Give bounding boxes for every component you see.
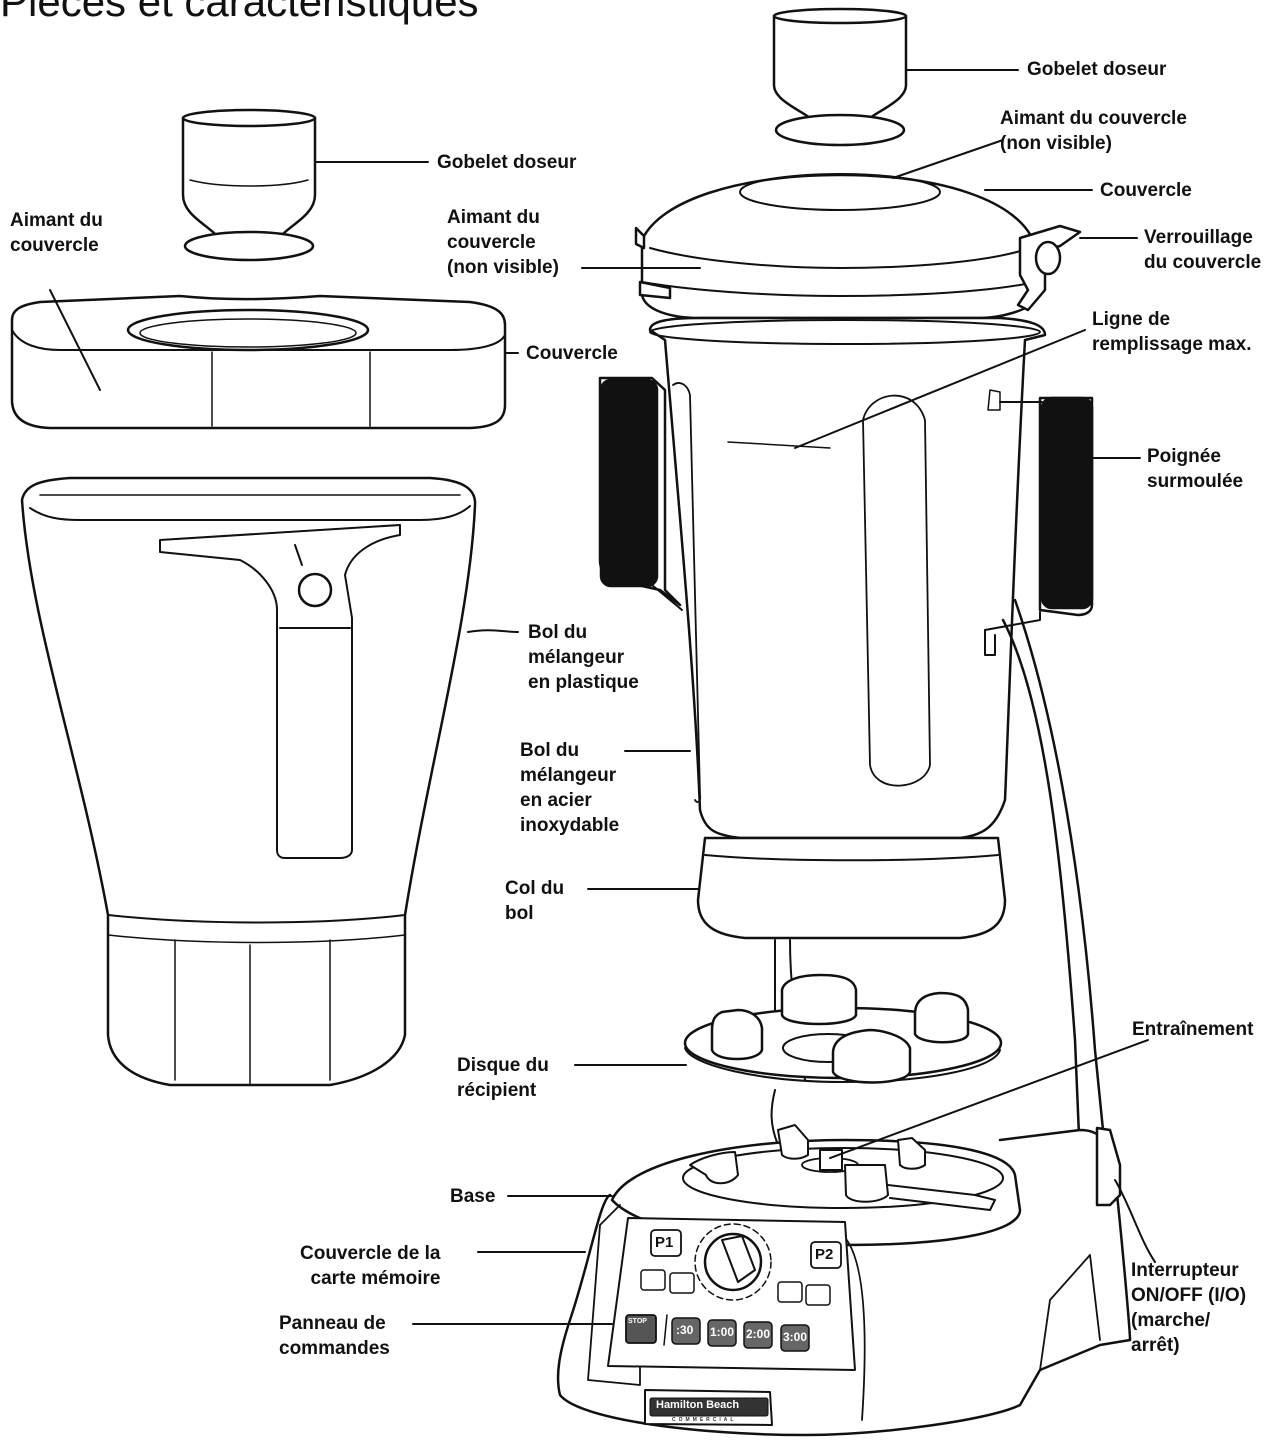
- base-housing: [556, 1124, 1132, 1437]
- label-left-plastic-jar: Bol du mélangeur en plastique: [528, 622, 639, 693]
- leader-lines: [49, 69, 1156, 1325]
- right-measuring-cup: [772, 7, 908, 147]
- left-square-lid: [10, 294, 507, 430]
- panel-p2: P2: [815, 1246, 834, 1263]
- page-title: Pièces et caractéristiques: [0, 0, 479, 25]
- label-right-measuring-cup: Gobelet doseur: [1027, 59, 1167, 80]
- panel-p1: P1: [655, 1234, 674, 1251]
- label-control-panel: Panneau de commandes: [279, 1313, 390, 1359]
- label-overmolded-handle: Poignée surmoulée: [1147, 446, 1244, 492]
- brand-sub: COMMERCIAL: [672, 1417, 737, 1423]
- panel-t30: :30: [676, 1323, 694, 1337]
- label-right-lid: Couvercle: [1100, 180, 1192, 201]
- panel-t300: 3:00: [783, 1330, 808, 1344]
- label-power-switch: Interrupteur ON/OFF (I/O) (marche/ arrêt…: [1131, 1260, 1247, 1356]
- label-max-fill-line: Ligne de remplissage max.: [1092, 309, 1252, 355]
- panel-t100: 1:00: [710, 1325, 735, 1339]
- right-round-lid: [634, 173, 1082, 320]
- label-base: Base: [450, 1186, 496, 1207]
- label-right-lid-magnet: Aimant du couvercle (non visible): [1000, 108, 1187, 154]
- label-memory-card-cover: Couvercle de la carte mémoire: [300, 1243, 441, 1289]
- label-steel-jar: Bol du mélangeur en acier inoxydable: [520, 740, 620, 836]
- right-stainless-jar: [598, 316, 1094, 940]
- left-plastic-jar: [20, 476, 477, 1087]
- jar-pad: [683, 973, 1003, 1084]
- label-drive: Entraînement: [1132, 1019, 1254, 1040]
- panel-stop: STOP: [628, 1318, 647, 1325]
- label-left-lid-magnet: Aimant du couvercle: [10, 210, 103, 256]
- label-jar-collar: Col du bol: [505, 878, 565, 924]
- brand-name: Hamilton Beach: [656, 1399, 740, 1411]
- panel-t200: 2:00: [746, 1327, 771, 1341]
- label-jar-pad: Disque du récipient: [457, 1055, 549, 1101]
- left-measuring-cup: [181, 108, 317, 262]
- label-lid-lock: Verrouillage du couvercle: [1144, 227, 1262, 273]
- label-left-lid: Couvercle: [526, 343, 618, 364]
- label-mid-lid-magnet: Aimant du couvercle (non visible): [447, 207, 559, 278]
- label-left-measuring-cup: Gobelet doseur: [437, 152, 577, 173]
